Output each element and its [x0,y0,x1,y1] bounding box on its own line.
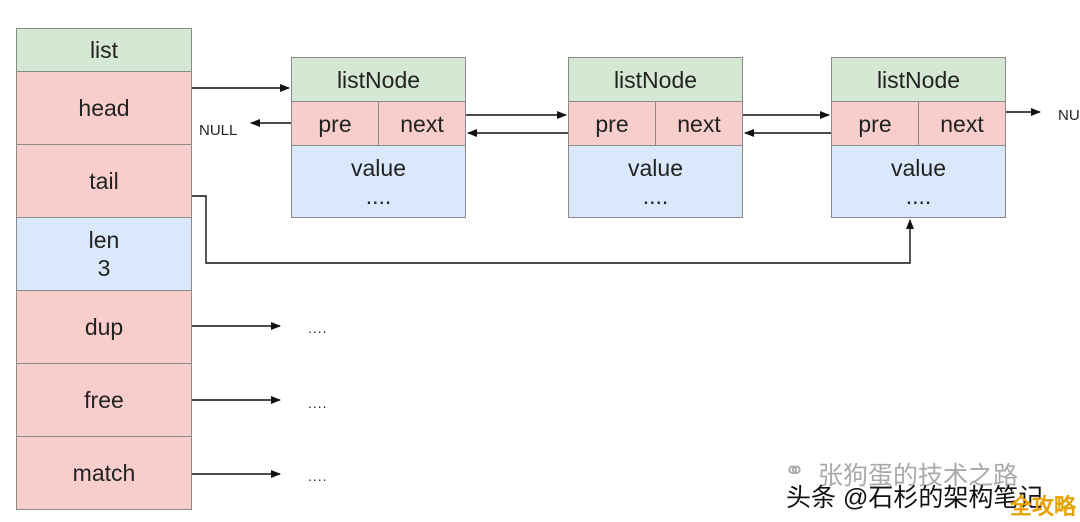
list-title-cell: list [16,28,192,72]
node2-value-cell: value .... [568,145,743,218]
node1-next-cell: next [378,101,466,146]
node2-title-cell: listNode [568,57,743,102]
node3-next: next [940,110,984,137]
node3-pre: pre [858,110,892,137]
len-cell: len 3 [16,217,192,291]
node1-value: value [351,154,406,181]
dup-target-dots: .... [308,320,328,336]
dup-cell: dup [16,290,192,364]
node3-title: listNode [876,66,961,93]
tail-to-node3-arrow [192,195,914,264]
watermark-line2: 头条 @石杉的架构笔记 [786,484,1044,512]
free-cell: free [16,363,192,437]
node1-title-cell: listNode [291,57,466,102]
node2-pre: pre [595,110,629,137]
node3-title-cell: listNode [831,57,1006,102]
match-cell: match [16,436,192,510]
list-title: list [89,37,119,63]
free-label: free [84,387,124,413]
node1-pre: pre [318,110,352,137]
head-label: head [78,95,130,121]
watermark-wechat-icon: ⚭ [784,457,805,485]
node2-dots: .... [642,182,669,209]
node1-next: next [400,110,444,137]
null-left-label: NULL [199,122,238,139]
node2-next: next [677,110,721,137]
match-label: match [72,460,136,486]
node3-dots: .... [905,182,932,209]
free-target-dots: .... [308,395,328,411]
len-label: len [88,227,120,253]
node3-next-cell: next [918,101,1006,146]
node3-value: value [891,154,946,181]
len-value: 3 [97,255,111,281]
tail-cell: tail [16,144,192,218]
node2-next-cell: next [655,101,743,146]
node1-dots: .... [365,182,392,209]
node3-value-cell: value .... [831,145,1006,218]
null-right-label: NU [1058,107,1080,124]
tail-label: tail [89,168,119,194]
node1-value-cell: value .... [291,145,466,218]
node2-pre-cell: pre [568,101,656,146]
node1-title: listNode [336,66,421,93]
node2-value: value [628,154,683,181]
match-target-dots: .... [308,468,328,484]
node3-pre-cell: pre [831,101,919,146]
node2-title: listNode [613,66,698,93]
watermark-badge: 全攻略 [1010,494,1077,519]
dup-label: dup [84,314,124,340]
watermark-line1: 张狗蛋的技术之路 [818,462,1019,490]
